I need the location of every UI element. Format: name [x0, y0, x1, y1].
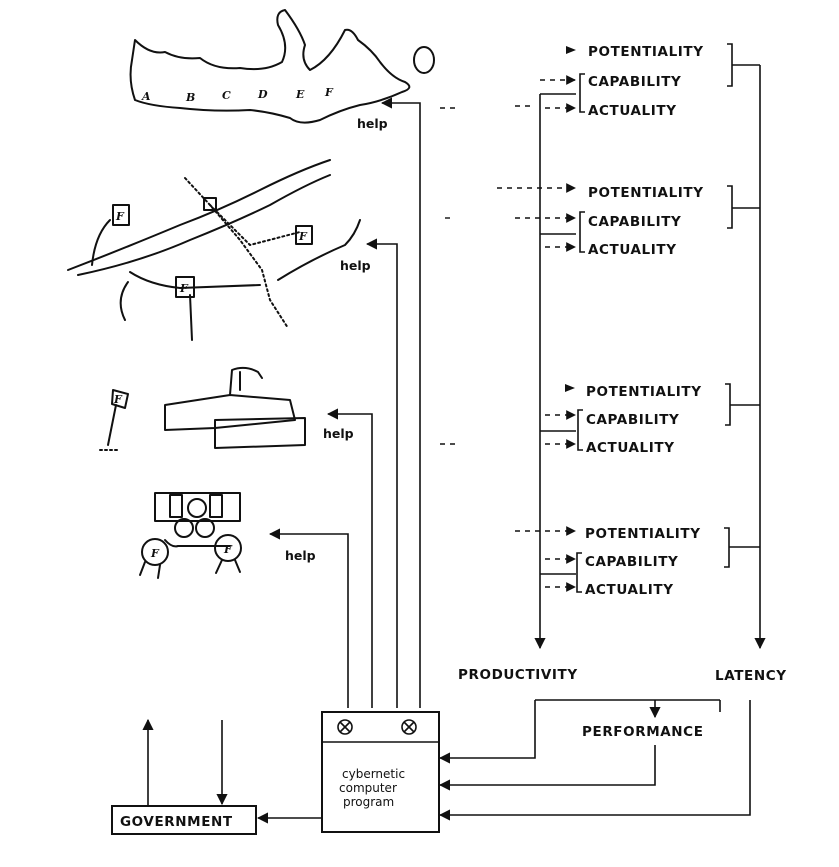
latency-to-computer — [438, 700, 751, 821]
computer-label-line2: computer — [339, 781, 397, 795]
level-1: POTENTIALITY CAPABILITY ACTUALITY — [540, 43, 760, 119]
potentiality-label-4: POTENTIALITY — [585, 526, 701, 542]
map-letter-e: E — [295, 88, 305, 101]
help-label-3: help — [323, 426, 354, 441]
help-arrows — [268, 97, 421, 708]
capability-label-4: CAPABILITY — [585, 554, 678, 570]
help-label-2: help — [340, 258, 371, 273]
factory-marker-1: F — [115, 210, 125, 223]
latency-label: LATENCY — [715, 668, 787, 684]
actuality-label-2: ACTUALITY — [588, 242, 677, 258]
factory-marker-6: F — [223, 543, 233, 556]
actuality-label-4: ACTUALITY — [585, 582, 674, 598]
potentiality-label-1: POTENTIALITY — [588, 44, 704, 60]
potentiality-label-2: POTENTIALITY — [588, 185, 704, 201]
factory-marker-4: F — [113, 393, 123, 406]
potentiality-label-3: POTENTIALITY — [586, 384, 702, 400]
factory-sketch: F — [99, 366, 306, 451]
level-3: POTENTIALITY CAPABILITY ACTUALITY — [540, 383, 760, 456]
map-letter-a: A — [141, 90, 151, 103]
capability-label-3: CAPABILITY — [586, 412, 679, 428]
map-letter-d: D — [257, 88, 268, 101]
factory-marker-5: F — [150, 547, 160, 560]
level-2: POTENTIALITY CAPABILITY ACTUALITY — [497, 183, 760, 258]
factory-marker-2: F — [298, 230, 308, 243]
capability-label-1: CAPABILITY — [588, 74, 681, 90]
dashed-links — [440, 105, 530, 445]
meeting-sketch: F F — [139, 492, 242, 579]
computer-box: cybernetic computer program — [321, 711, 440, 833]
map-letter-c: C — [222, 89, 231, 102]
help-label-4: help — [285, 548, 316, 563]
performance-label: PERFORMANCE — [582, 724, 704, 740]
computer-label-line1: cybernetic — [342, 767, 405, 781]
map-letter-b: B — [185, 91, 195, 104]
government-label: GOVERNMENT — [120, 814, 233, 830]
help-label-1: help — [357, 116, 388, 131]
government-box: GOVERNMENT — [111, 805, 257, 835]
country-map-sketch: A B C D E F — [129, 9, 435, 124]
capability-label-2: CAPABILITY — [588, 214, 681, 230]
level-4: POTENTIALITY CAPABILITY ACTUALITY — [515, 526, 760, 598]
actuality-label-1: ACTUALITY — [588, 103, 677, 119]
productivity-to-computer — [438, 700, 536, 764]
network-sketch: F F F — [67, 159, 361, 341]
actuality-label-3: ACTUALITY — [586, 440, 675, 456]
computer-label-line3: program — [343, 795, 394, 809]
performance-to-computer — [438, 745, 656, 791]
factory-marker-3: F — [179, 282, 189, 295]
productivity-label: PRODUCTIVITY — [458, 667, 578, 683]
map-letter-f: F — [324, 86, 334, 99]
